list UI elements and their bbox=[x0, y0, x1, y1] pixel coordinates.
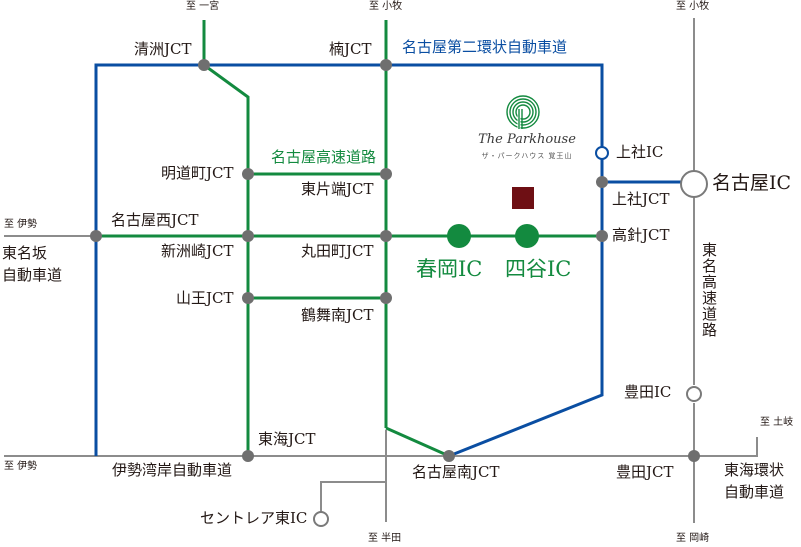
toyota-ic-marker[interactable] bbox=[686, 386, 702, 402]
meidocho-jct-dot[interactable] bbox=[242, 168, 254, 180]
kamiyashiro-jct-dot[interactable] bbox=[596, 176, 608, 188]
marutamachi-jct-dot[interactable] bbox=[380, 230, 392, 242]
haruoka-ic-label: 春岡IC bbox=[416, 257, 483, 281]
kusunoki-jct-label: 楠JCT bbox=[329, 40, 372, 58]
higashikataha-jct-label: 東片端JCT bbox=[301, 180, 374, 198]
nagoya-minami-jct-label: 名古屋南JCT bbox=[412, 463, 500, 481]
tomei-label: 東名高速道路 bbox=[700, 242, 718, 338]
parkhouse-logo-icon bbox=[506, 95, 540, 130]
higashikataha-jct-dot[interactable] bbox=[380, 168, 392, 180]
tokai-kanjo-label-2: 自動車道 bbox=[724, 483, 785, 501]
takabari-jct-dot[interactable] bbox=[596, 230, 608, 242]
higashi-meihan-label-2: 自動車道 bbox=[2, 266, 63, 284]
gray-roads bbox=[4, 18, 758, 523]
tokai-kanjo-label-1: 東海環状 bbox=[724, 461, 785, 479]
takabari-jct-label: 高針JCT bbox=[612, 226, 670, 244]
nagoya-ic-marker[interactable] bbox=[680, 170, 708, 198]
centrair-higashi-ic-marker[interactable] bbox=[313, 511, 329, 527]
to-ise-upper-label: 至 伊勢 bbox=[4, 219, 38, 230]
property-subtitle: ザ・パークハウス 覚王山 bbox=[481, 152, 573, 160]
tokai-jct-dot[interactable] bbox=[242, 450, 254, 462]
nagoya-expressway bbox=[96, 20, 602, 458]
toyota-jct-dot[interactable] bbox=[688, 450, 700, 462]
kamiyashiro-ic-marker[interactable] bbox=[595, 146, 609, 160]
to-komaki-right-label: 至 小牧 bbox=[676, 1, 710, 12]
isewangan-label: 伊勢湾岸自動車道 bbox=[112, 461, 233, 479]
to-handa-label: 至 半田 bbox=[368, 533, 402, 544]
nagoya-second-ring-road bbox=[94, 63, 682, 458]
kamiyashiro-ic-label: 上社IC bbox=[616, 143, 664, 161]
nagoya-second-ring-label: 名古屋第二環状自動車道 bbox=[402, 38, 568, 56]
centrair-higashi-ic-label: セントレア東IC bbox=[200, 509, 308, 527]
tokai-jct-label: 東海JCT bbox=[258, 430, 316, 448]
to-ise-lower-label: 至 伊勢 bbox=[4, 461, 38, 472]
property-site-marker[interactable] bbox=[512, 187, 534, 209]
yotsuya-ic-label: 四谷IC bbox=[505, 257, 572, 281]
sanno-jct-dot[interactable] bbox=[242, 292, 254, 304]
junction-dots bbox=[90, 59, 700, 462]
tsurumaiminami-jct-label: 鶴舞南JCT bbox=[301, 306, 374, 324]
nagoya-expressway-label: 名古屋高速道路 bbox=[271, 148, 377, 166]
centrair-spur bbox=[320, 481, 386, 512]
nagoya-ic-label: 名古屋IC bbox=[712, 172, 792, 194]
sanno-jct-label: 山王JCT bbox=[176, 289, 234, 307]
kiyosu-jct-label: 清洲JCT bbox=[134, 40, 192, 58]
property-name: The Parkhouse bbox=[478, 132, 576, 147]
toyota-ic-label: 豊田IC bbox=[624, 383, 672, 401]
to-okazaki-label: 至 岡崎 bbox=[676, 533, 710, 544]
tsurumaiminami-jct-dot[interactable] bbox=[380, 292, 392, 304]
nagoya-nishi-jct-label: 名古屋西JCT bbox=[111, 211, 199, 229]
haruoka-ic-marker[interactable] bbox=[447, 224, 471, 248]
shinsuzaki-jct-dot[interactable] bbox=[242, 230, 254, 242]
kusunoki-jct-dot[interactable] bbox=[380, 59, 392, 71]
meidocho-jct-label: 明道町JCT bbox=[161, 164, 234, 182]
nagoya-nishi-jct-dot[interactable] bbox=[90, 230, 102, 242]
nagoya-minami-jct-dot[interactable] bbox=[443, 450, 455, 462]
higashi-meihan-label-1: 東名坂 bbox=[2, 244, 48, 262]
marutamachi-jct-label: 丸田町JCT bbox=[301, 242, 374, 260]
to-toki-label: 至 土岐 bbox=[760, 417, 794, 428]
kiyosu-jct-dot[interactable] bbox=[198, 59, 210, 71]
yotsuya-ic-marker[interactable] bbox=[515, 224, 539, 248]
to-komaki-center-label: 至 小牧 bbox=[369, 1, 403, 12]
parkhouse-logo: The Parkhouse ザ・パークハウス 覚王山 bbox=[472, 92, 582, 161]
to-ichinomiya-label: 至 一宮 bbox=[186, 1, 220, 12]
shinsuzaki-jct-label: 新洲崎JCT bbox=[161, 242, 234, 260]
toyota-jct-label: 豊田JCT bbox=[616, 463, 674, 481]
kamiyashiro-jct-label: 上社JCT bbox=[612, 190, 670, 208]
